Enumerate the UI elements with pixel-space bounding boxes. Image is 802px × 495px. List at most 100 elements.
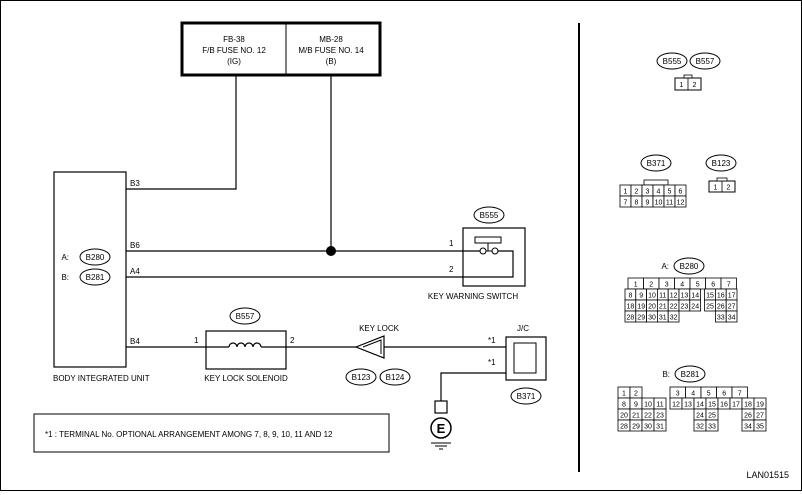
pin-number: 6 bbox=[711, 282, 715, 289]
pin-number: 20 bbox=[620, 413, 628, 420]
pin-number: 21 bbox=[659, 304, 667, 311]
b555-tag: B555 bbox=[480, 211, 499, 220]
pin-number: 23 bbox=[681, 304, 689, 311]
pin-number: 16 bbox=[717, 293, 725, 300]
key-lock-label: KEY LOCK bbox=[359, 324, 400, 333]
pin-number: 1 bbox=[634, 282, 638, 289]
pin-number: 25 bbox=[706, 304, 714, 311]
pin-number: 12 bbox=[670, 293, 678, 300]
conn-b281-tag: B281 bbox=[86, 273, 105, 282]
view-b123-pin: 1 bbox=[714, 185, 718, 192]
pin-number: 9 bbox=[646, 200, 650, 207]
pin-cell bbox=[753, 419, 767, 432]
view-b555-pin: 1 bbox=[680, 82, 684, 89]
jc-pin-a: *1 bbox=[488, 336, 496, 345]
pin-number: 31 bbox=[656, 424, 664, 431]
splice-dot bbox=[326, 246, 336, 256]
fuse-left-name: F/B FUSE NO. 12 bbox=[202, 46, 266, 55]
key-warning-switch-label: KEY WARNING SWITCH bbox=[428, 292, 518, 301]
pin-cell bbox=[705, 419, 719, 432]
conn-a-prefix: A: bbox=[61, 253, 69, 262]
ksw-pin-1: 1 bbox=[449, 239, 454, 248]
fuse-left-id: FB-38 bbox=[223, 35, 245, 44]
pin-number: 30 bbox=[648, 315, 656, 322]
view-b123-tag: B123 bbox=[712, 159, 731, 168]
ground-icon: E bbox=[430, 400, 452, 450]
pin-number: 35 bbox=[756, 424, 764, 431]
connector-chevron-icon bbox=[354, 335, 385, 359]
pin-number: 4 bbox=[680, 282, 684, 289]
pin-number: 5 bbox=[696, 282, 700, 289]
pin-number: 11 bbox=[666, 200, 673, 207]
pin-number: 24 bbox=[691, 304, 699, 311]
pin-number: 29 bbox=[632, 424, 640, 431]
pin-number: 6 bbox=[679, 189, 683, 196]
view-b555-tag: B555 bbox=[663, 57, 682, 66]
pin-number: 18 bbox=[744, 402, 752, 409]
pin-number: 3 bbox=[646, 189, 650, 196]
jc-label: J/C bbox=[517, 324, 529, 333]
pin-number: 19 bbox=[637, 304, 645, 311]
view-b555-pin: 2 bbox=[693, 82, 697, 89]
pin-number: 27 bbox=[728, 304, 736, 311]
pin-number: 14 bbox=[691, 293, 699, 300]
pin-a4: A4 bbox=[130, 267, 140, 276]
pin-b6: B6 bbox=[130, 241, 140, 250]
pin-number: 3 bbox=[676, 391, 680, 398]
pin-number: 32 bbox=[696, 424, 704, 431]
pin-number: 24 bbox=[696, 413, 704, 420]
pin-number: 27 bbox=[756, 413, 764, 420]
sol-pin-2: 2 bbox=[290, 336, 295, 345]
pin-number: 9 bbox=[639, 293, 643, 300]
pin-number: 22 bbox=[644, 413, 652, 420]
pin-number: 1 bbox=[622, 391, 626, 398]
pin-number: 2 bbox=[635, 189, 639, 196]
pin-number: 18 bbox=[627, 304, 635, 311]
ksw-pin-2: 2 bbox=[449, 265, 454, 274]
pin-number: 5 bbox=[668, 189, 672, 196]
b123-tag: B123 bbox=[352, 373, 371, 382]
key-lock-connector: KEY LOCK B123 B124 bbox=[345, 324, 411, 386]
pin-number: 15 bbox=[708, 402, 716, 409]
pin-number: 8 bbox=[628, 293, 632, 300]
b557-tag: B557 bbox=[236, 312, 255, 321]
pin-number: 10 bbox=[644, 402, 652, 409]
fuse-left-type: (IG) bbox=[227, 57, 241, 66]
pin-number: 8 bbox=[622, 402, 626, 409]
wire-b3 bbox=[126, 75, 237, 190]
pin-number: 7 bbox=[738, 391, 742, 398]
pin-number: 13 bbox=[681, 293, 689, 300]
fuse-box: FB-38 F/B FUSE NO. 12 (IG) MB-28 M/B FUS… bbox=[180, 21, 382, 77]
pin-number: 6 bbox=[722, 391, 726, 398]
pin-number: 31 bbox=[659, 315, 667, 322]
pin-cell bbox=[725, 310, 738, 323]
pin-number: 4 bbox=[691, 391, 695, 398]
pin-number: 25 bbox=[708, 413, 716, 420]
pin-cell bbox=[667, 310, 680, 323]
coil-icon bbox=[228, 342, 262, 348]
view-b123-pin: 2 bbox=[727, 185, 731, 192]
pin-number: 12 bbox=[672, 402, 680, 409]
footnote-text: *1 : TERMINAL No. OPTIONAL ARRANGEMENT A… bbox=[45, 430, 333, 439]
view-b281-tag: B281 bbox=[681, 370, 700, 379]
pin-cell bbox=[674, 195, 687, 208]
view-b371-tag: B371 bbox=[647, 159, 666, 168]
pin-number: 10 bbox=[655, 200, 663, 207]
b124-tag: B124 bbox=[386, 373, 405, 382]
pin-number: 20 bbox=[648, 304, 656, 311]
pin-number: 1 bbox=[624, 189, 628, 196]
fuse-right-type: (B) bbox=[326, 57, 337, 66]
sol-pin-1: 1 bbox=[194, 336, 199, 345]
pin-number: 34 bbox=[744, 424, 752, 431]
pin-number: 19 bbox=[756, 402, 764, 409]
pin-cell bbox=[653, 419, 667, 432]
pin-number: 7 bbox=[727, 282, 731, 289]
pin-number: 11 bbox=[656, 402, 663, 409]
pin-number: 10 bbox=[648, 293, 656, 300]
key-warning-switch: B555 1 2 KEY WARNING SWITCH bbox=[428, 206, 526, 301]
wires bbox=[126, 75, 506, 401]
